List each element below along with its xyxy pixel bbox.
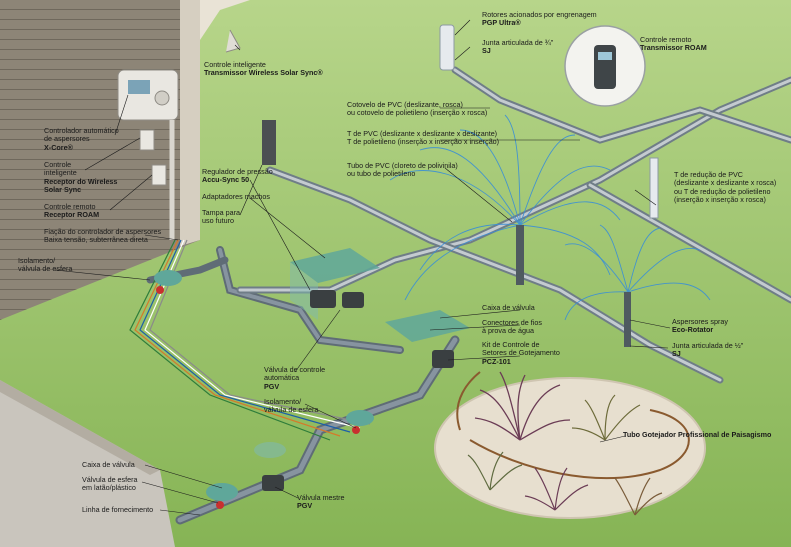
label-valve-box-1: Caixa de válvula <box>482 303 535 312</box>
ball-valve-handle-1 <box>156 286 164 294</box>
control-valve-2 <box>342 292 364 308</box>
drip-tubing-feed <box>456 371 481 431</box>
ball-valve-handle-3 <box>216 501 224 509</box>
label-pvc-pipe: Tubo de PVC (cloreto de polivinila)ou tu… <box>347 161 458 179</box>
label-pvc-elbow: Cotovelo de PVC (deslizante, rosca)ou co… <box>347 100 488 118</box>
label-valve-box-2: Caixa de válvula <box>82 460 135 469</box>
master-valve-box <box>254 442 286 458</box>
wireless-receiver <box>139 129 155 151</box>
label-pvc-tee: T de PVC (deslizante x deslizante x desl… <box>347 129 500 147</box>
rotor-cutaway <box>439 24 455 71</box>
spray-head-body <box>624 292 631 347</box>
label-isolation-valve-1: Isolamento/válvula de esfera <box>18 256 73 274</box>
label-reducing-tee: T de redução de PVC(deslizante x desliza… <box>674 170 777 205</box>
ornamental-grass-4 <box>524 467 589 511</box>
control-valve <box>310 290 336 308</box>
house-eave <box>200 0 250 40</box>
roam-receiver <box>151 164 167 186</box>
future-cap-riser <box>262 120 276 165</box>
drip-tubing <box>469 409 690 480</box>
drip-control-valve <box>432 350 454 368</box>
label-drip-tubing: Tubo Gotejador Profissional de Paisagism… <box>623 430 772 439</box>
sidewalk <box>0 380 175 547</box>
pvc-pipe-network <box>146 66 791 525</box>
rotor-spray-pattern <box>389 114 621 301</box>
controller-unit <box>117 69 179 121</box>
rotor-body <box>516 225 524 285</box>
spray-head-pattern <box>564 224 711 321</box>
reducing-tee-riser <box>649 157 659 219</box>
label-isolation-valve-2: Isolamento/válvula de esfera <box>264 397 319 415</box>
isolation-valve-box-2 <box>346 410 374 426</box>
ornamental-grass-3 <box>467 451 523 491</box>
label-swing-joint-1-2: Junta articulada de ½"SJ <box>672 341 744 359</box>
curb <box>0 380 160 475</box>
ornamental-grass-2 <box>571 394 641 441</box>
isolation-valve-box-1 <box>154 270 182 286</box>
leader-lines <box>54 19 671 516</box>
ball-valve-handle-2 <box>352 426 360 434</box>
label-swing-joint-3-4: Junta articulada de ¾"SJ <box>482 38 554 56</box>
supply-valve-box <box>206 483 238 501</box>
label-supply-line: Linha de fornecimento <box>82 505 154 514</box>
remote-transmitter <box>594 45 616 89</box>
garden-bed <box>434 377 706 519</box>
master-valve <box>262 475 284 491</box>
label-male-adapters: Adaptadores machos <box>202 192 270 201</box>
house-corner <box>180 0 200 246</box>
valve-box-drip <box>385 310 470 342</box>
ornamental-grass-5 <box>614 477 663 516</box>
ornamental-grass-1 <box>474 371 571 441</box>
